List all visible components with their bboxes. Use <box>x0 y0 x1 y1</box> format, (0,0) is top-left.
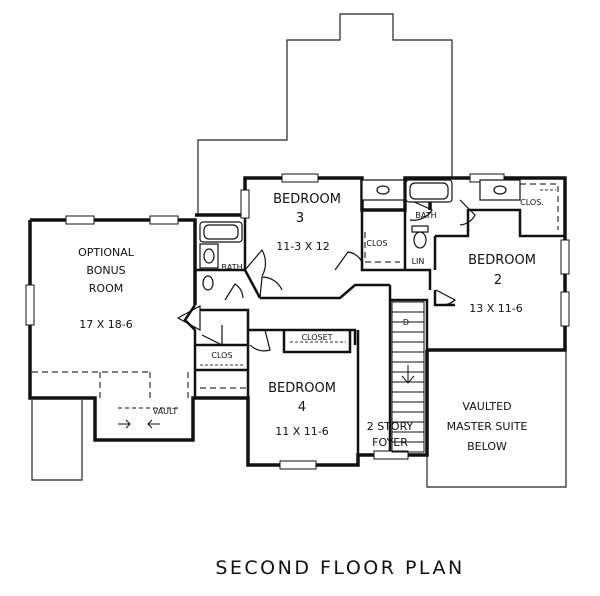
bonus-line3: ROOM <box>89 282 123 295</box>
closet-b4-label: CLOSET <box>301 333 332 342</box>
bedroom3-name: BEDROOM <box>273 192 341 207</box>
closet-rods <box>200 189 556 366</box>
bedroom3-number: 3 <box>296 211 304 226</box>
master-line3: BELOW <box>467 440 507 453</box>
plan-title: SECOND FLOOR PLAN <box>215 557 464 579</box>
bath-center-label: BATH <box>415 211 436 220</box>
bonus-line2: BONUS <box>86 264 125 277</box>
foyer-line1: 2 STORY <box>367 420 414 433</box>
vault-label: VAULT <box>153 407 178 416</box>
windows <box>25 173 570 470</box>
toilet-center <box>413 231 427 249</box>
bedroom4-number: 4 <box>298 400 306 415</box>
bath-fixtures <box>199 179 521 291</box>
bedroom2-dims: 13 X 11-6 <box>469 302 523 315</box>
clos-b2-label: CLOS. <box>520 198 544 207</box>
vault-arrows <box>118 407 180 429</box>
foyer-line2: FOYER <box>372 436 408 449</box>
clos-b3-label: CLOS <box>366 239 387 248</box>
dashed-lines <box>32 183 559 398</box>
bedroom4-name: BEDROOM <box>268 381 336 396</box>
clos-bonus-label: CLOS <box>211 351 232 360</box>
lin-label: LIN <box>412 257 425 266</box>
master-line1: VAULTED <box>462 400 511 413</box>
doors <box>176 199 476 352</box>
stairs <box>391 301 425 453</box>
bath-left-label: BATH <box>221 263 242 272</box>
master-line2: MASTER SUITE <box>447 420 528 433</box>
bedroom3-dims: 11-3 X 12 <box>276 240 330 253</box>
bedroom2-number: 2 <box>494 273 502 288</box>
bedroom2-name: BEDROOM <box>468 253 536 268</box>
bonus-line1: OPTIONAL <box>78 246 135 259</box>
bonus-dims: 17 X 18-6 <box>79 318 133 331</box>
stair-down-label: D <box>403 318 409 327</box>
labels: OPTIONAL BONUS ROOM 17 X 18-6 BEDROOM 3 … <box>78 192 544 579</box>
toilet-left <box>202 275 214 291</box>
bedroom4-dims: 11 X 11-6 <box>275 425 329 438</box>
